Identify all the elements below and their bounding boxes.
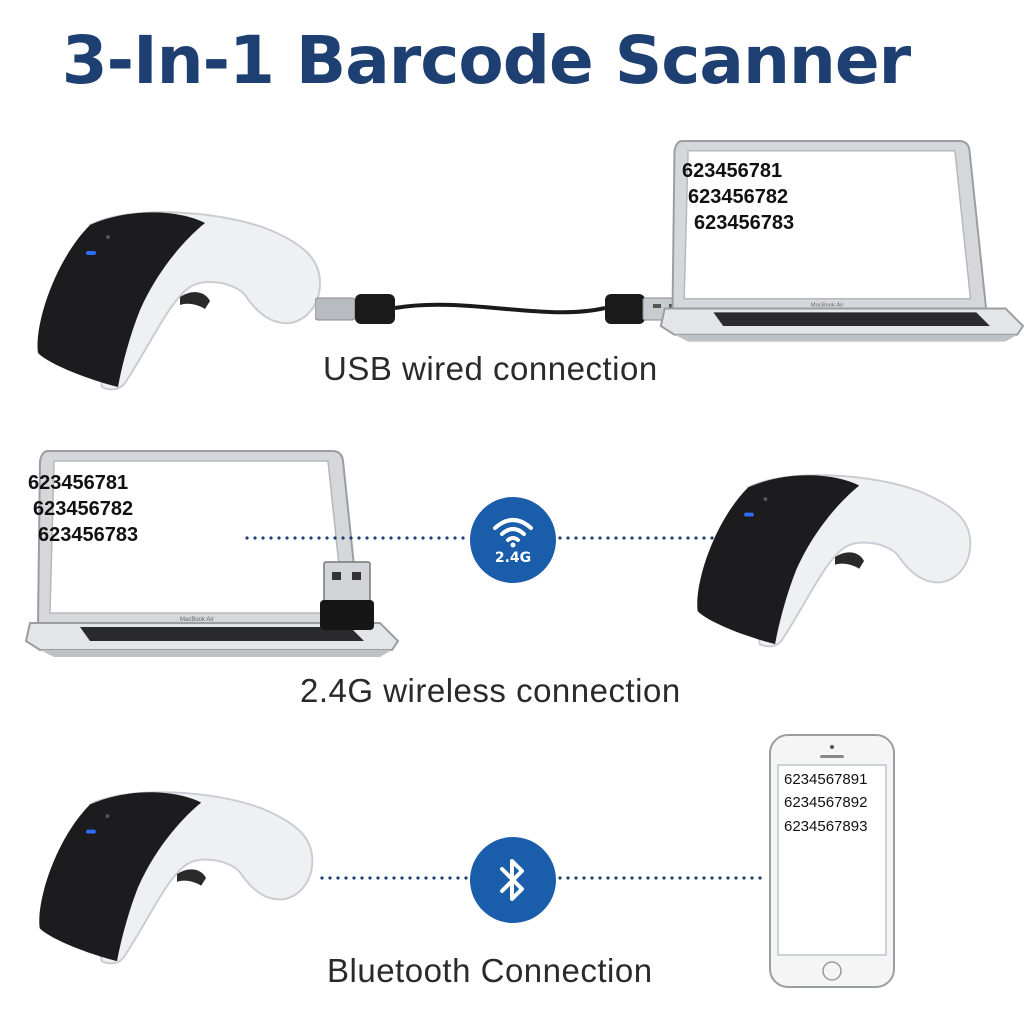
caption-bluetooth: Bluetooth Connection xyxy=(327,952,653,989)
screen-line: 623456783 xyxy=(38,524,139,546)
dotted-line-left-bluetooth xyxy=(318,876,468,880)
bluetooth-badge xyxy=(470,837,556,923)
laptop-screen-text-usb: 623456781 623456782 623456783 xyxy=(682,158,794,236)
phone-screen-text: 6234567891 6234567892 6234567893 xyxy=(784,768,867,838)
dotted-line-left-wireless xyxy=(243,536,469,540)
screen-line: 623456781 xyxy=(28,472,129,494)
scanner-image-usb xyxy=(30,205,330,395)
screen-line: 623456782 xyxy=(33,498,134,520)
dotted-line-right-bluetooth xyxy=(556,876,762,880)
wifi-icon xyxy=(493,518,533,548)
usb-cable-icon xyxy=(315,294,688,324)
phone-line: 6234567892 xyxy=(784,794,868,812)
scanner-image-bluetooth xyxy=(32,785,322,969)
bluetooth-icon xyxy=(500,859,524,901)
caption-wireless: 2.4G wireless connection xyxy=(300,672,681,709)
page-title: 3-In-1 Barcode Scanner xyxy=(61,22,911,99)
screen-line: 623456783 xyxy=(694,212,795,234)
usb-dongle-icon xyxy=(320,561,374,630)
wifi-badge: 2.4G xyxy=(470,497,556,583)
screen-line: 623456781 xyxy=(682,160,783,182)
phone-line: 6234567891 xyxy=(784,771,868,788)
scanner-image-wireless xyxy=(690,468,980,652)
caption-usb: USB wired connection xyxy=(323,350,658,387)
dotted-line-right-wireless xyxy=(556,536,716,540)
laptop-screen-text-wireless: 623456781 623456782 623456783 xyxy=(28,470,138,548)
badge-label: 2.4G xyxy=(494,550,532,566)
phone-line: 6234567893 xyxy=(784,817,868,835)
smartphone xyxy=(769,734,895,988)
screen-line: 623456782 xyxy=(688,186,789,208)
